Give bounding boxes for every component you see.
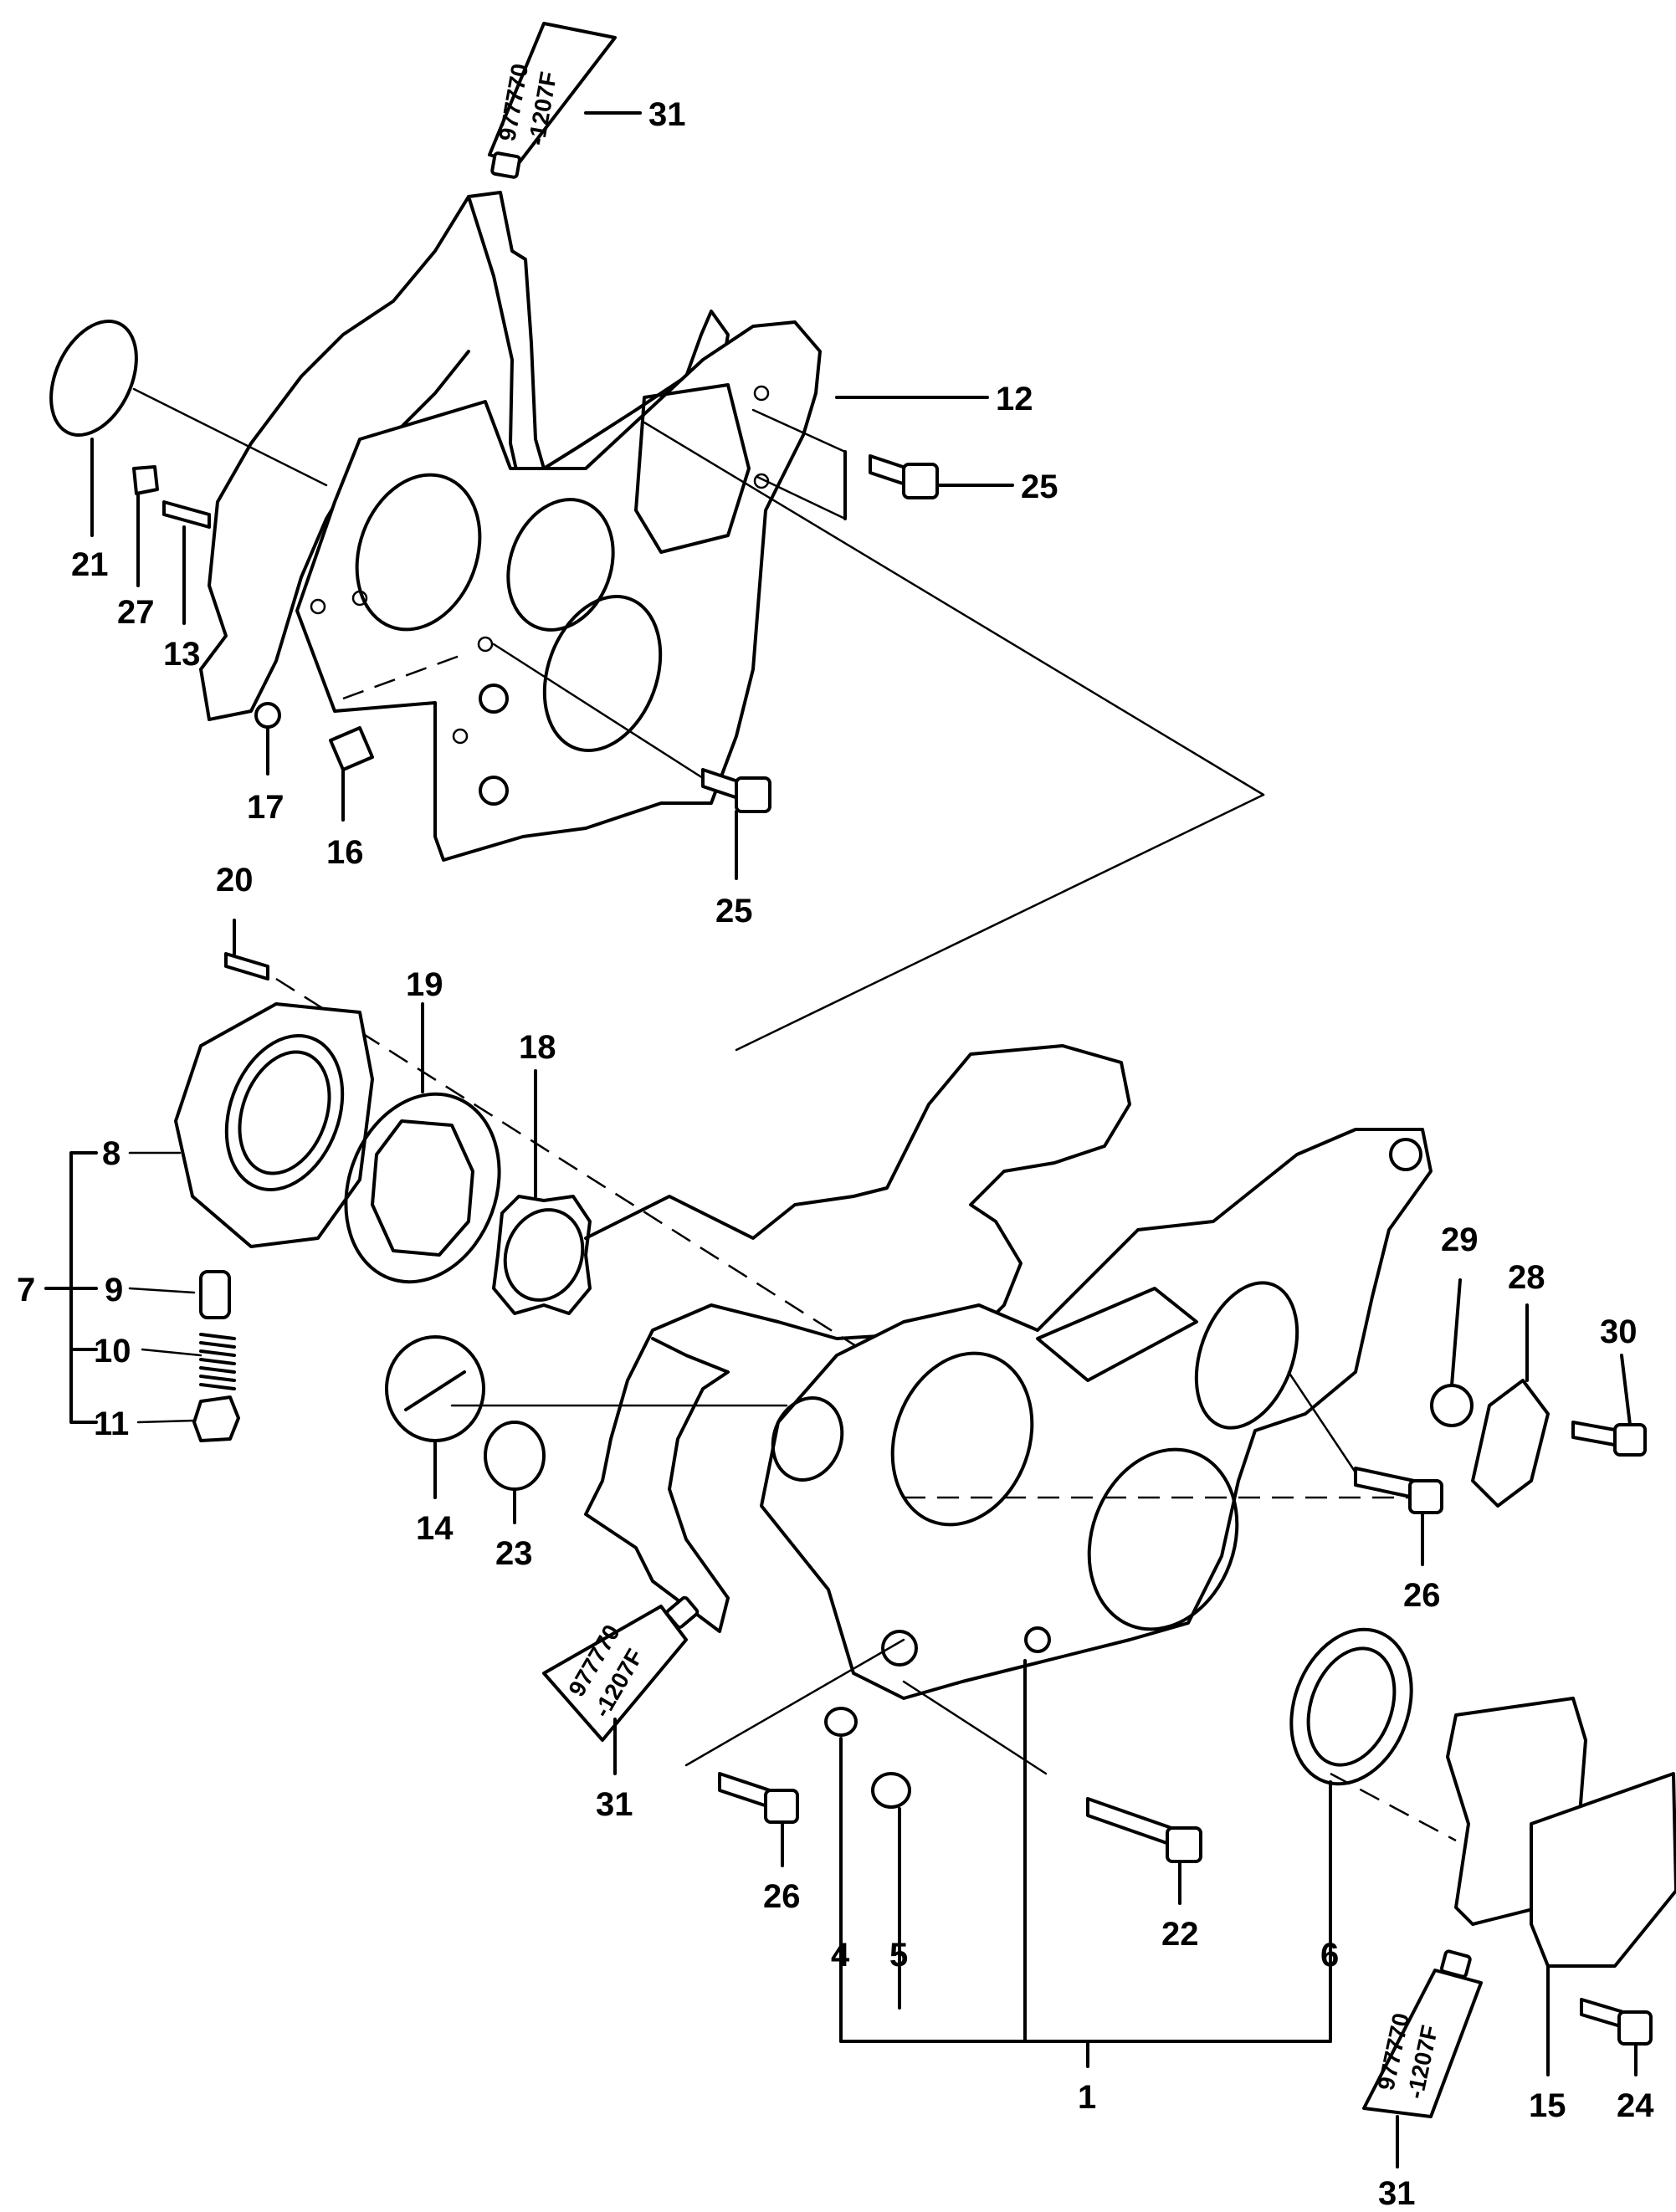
callout-14: 14 xyxy=(416,1510,454,1547)
callout-18: 18 xyxy=(519,1029,556,1066)
callout-6: 6 xyxy=(1320,1937,1339,1974)
side-cover-gasket xyxy=(1446,1697,1587,1926)
callout-21: 21 xyxy=(71,546,109,583)
plug-4 xyxy=(824,1707,858,1737)
callout-30: 30 xyxy=(1600,1313,1638,1350)
callout-28: 28 xyxy=(1508,1259,1545,1296)
callout-31-bottom: 31 xyxy=(1378,2175,1416,2212)
dowel-pin xyxy=(329,726,374,771)
sealant-tube-bottom: 977770 -1207F xyxy=(1362,1949,1483,2118)
callout-31-top: 31 xyxy=(648,96,686,133)
relief-valve-spring xyxy=(199,1333,236,1390)
oil-seal xyxy=(1289,1627,1413,1786)
sealant-tube-middle: 977770 -1207F xyxy=(542,1595,700,1742)
callout-23: 23 xyxy=(495,1535,533,1572)
nut xyxy=(132,465,159,495)
plug-5 xyxy=(871,1772,911,1809)
callout-11: 11 xyxy=(94,1406,129,1442)
filler-cap xyxy=(385,1335,485,1442)
relief-valve-plug xyxy=(192,1395,240,1442)
bolt-26-right xyxy=(1354,1467,1416,1499)
callout-20: 20 xyxy=(216,862,254,899)
callout-26-right: 26 xyxy=(1403,1577,1441,1614)
pump-cover xyxy=(174,1002,374,1248)
bolt-24 xyxy=(1580,1998,1625,2029)
stud xyxy=(162,500,211,529)
bolt-30 xyxy=(1571,1421,1621,1447)
callout-10: 10 xyxy=(94,1333,131,1370)
callout-31-middle: 31 xyxy=(596,1786,633,1823)
screw xyxy=(224,952,269,981)
callout-27: 27 xyxy=(117,594,155,631)
callout-29: 29 xyxy=(1441,1221,1479,1258)
outer-rotor xyxy=(344,1092,501,1284)
front-case xyxy=(760,1128,1433,1700)
callout-13: 13 xyxy=(163,636,201,673)
side-cover xyxy=(1530,1772,1676,1968)
callout-22: 22 xyxy=(1161,1916,1199,1953)
gear-case-plate xyxy=(295,320,822,862)
callout-15: 15 xyxy=(1529,2087,1566,2124)
callout-9: 9 xyxy=(105,1272,123,1308)
cover-plate-28 xyxy=(1471,1379,1550,1508)
callout-24: 24 xyxy=(1617,2087,1654,2124)
sealant-tube-top: 977770 -1207F xyxy=(488,22,617,179)
relief-valve-piston xyxy=(199,1270,231,1319)
o-ring-29 xyxy=(1430,1384,1474,1427)
callout-5: 5 xyxy=(889,1937,908,1974)
callout-25-middle: 25 xyxy=(715,893,753,929)
inner-rotor xyxy=(492,1195,592,1315)
callout-8: 8 xyxy=(102,1135,120,1172)
callout-12: 12 xyxy=(996,381,1033,417)
filler-cap-o-ring xyxy=(484,1421,546,1491)
o-ring-large xyxy=(49,320,138,437)
callout-25-top: 25 xyxy=(1021,469,1058,505)
callout-4: 4 xyxy=(831,1937,850,1974)
callout-1: 1 xyxy=(1078,2079,1096,2116)
o-ring-small xyxy=(254,702,281,729)
callout-17: 17 xyxy=(247,789,284,826)
callout-7: 7 xyxy=(17,1272,35,1308)
callout-19: 19 xyxy=(406,966,443,1003)
callout-16: 16 xyxy=(326,834,364,871)
bolt-22 xyxy=(1086,1797,1173,1846)
callout-26-bottom: 26 xyxy=(763,1878,801,1915)
bolt-26-bottom xyxy=(718,1772,771,1809)
